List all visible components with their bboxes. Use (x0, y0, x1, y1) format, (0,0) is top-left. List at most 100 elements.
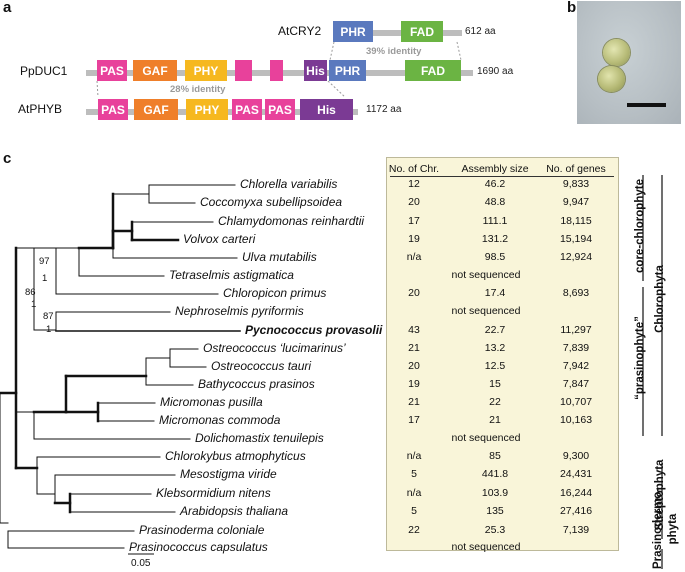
protein-backbone-atcry2 (333, 30, 443, 36)
table-cell-assembly: 48.8 (484, 196, 506, 208)
group-core-chlorophyte: core-chlorophyte (634, 179, 646, 273)
table-cell-assembly: 15 (489, 378, 501, 390)
tree-scale-label: 0.05 (131, 558, 151, 569)
group-prasinodermophyta-2: phyta (667, 513, 679, 545)
taxon-label: Chlorokybus atmophyticus (165, 449, 306, 463)
table-cell-assembly: 98.5 (484, 251, 506, 263)
table-cell-chr: 20 (408, 196, 420, 208)
domain-fad-atcry2: FAD (401, 21, 443, 42)
taxon-label: Chloropicon primus (223, 286, 327, 300)
cell-upper (603, 39, 630, 66)
identity-label-phy: 28% identity (170, 84, 226, 95)
header-genes: No. of genes (546, 163, 606, 175)
table-cell-chr: n/a (406, 487, 422, 499)
table-cell-assembly: 441.8 (481, 468, 509, 480)
panel-a-letter: a (3, 0, 12, 16)
table-cell-assembly: 46.2 (484, 178, 506, 190)
bootstrap-1c: 1 (46, 324, 52, 335)
domain-pas2-ppduc1 (235, 60, 252, 81)
taxon-label: Nephroselmis pyriformis (175, 304, 304, 318)
table-cell-genes: 12,924 (559, 251, 593, 263)
taxon-label: Ostreococcus tauri (211, 359, 312, 373)
domain-gaf-atphyb: GAF (134, 99, 178, 120)
domain-fad-ppduc1: FAD (405, 60, 461, 81)
table-cell-chr: 19 (408, 378, 420, 390)
table-cell-assembly: 135 (486, 505, 504, 517)
identity-label-cry: 39% identity (366, 46, 422, 57)
taxon-label: Micromonas commoda (159, 413, 281, 427)
table-cell-genes: 7,839 (562, 342, 590, 354)
table-cell-assembly: 85 (489, 450, 501, 462)
table-cell-assembly: 22 (489, 396, 501, 408)
taxon-label: Micromonas pusilla (160, 395, 263, 409)
table-cell-genes: 10,163 (559, 414, 593, 426)
bootstrap-86: 86 (25, 287, 36, 298)
bootstrap-87: 87 (43, 311, 54, 322)
identity-connector-lines (96, 41, 462, 98)
micrograph-image (577, 1, 681, 124)
table-cell-genes: 18,115 (560, 215, 592, 227)
taxon-label: Pycnococcus provasolii (245, 323, 383, 337)
table-cell-genes: 24,431 (559, 468, 593, 480)
panel-b-letter: b (567, 0, 577, 16)
header-chr: No. of Chr. (388, 163, 440, 175)
table-cell-assembly: 21 (489, 414, 501, 426)
taxon-label: Coccomyxa subellipsoidea (200, 195, 343, 209)
table-header-rule (390, 176, 614, 177)
table-cell-chr: 22 (408, 524, 420, 536)
table-cell-genes: 9,300 (562, 450, 590, 462)
genome-stats-table (386, 157, 619, 551)
length-ppduc1: 1690 aa (477, 66, 514, 77)
taxon-label: Dolichomastix tenuilepis (195, 431, 324, 445)
domain-his-atphyb: His (300, 99, 353, 120)
table-cell-chr: 5 (411, 505, 417, 517)
table-cell-genes: 9,833 (562, 178, 590, 190)
table-not-sequenced: not sequenced (451, 305, 521, 317)
table-cell-genes: 27,416 (559, 505, 593, 517)
cell-lower (598, 66, 625, 92)
panel-c-letter: c (3, 150, 12, 167)
scale-bar (627, 103, 666, 107)
domain-pas3-atphyb: PAS (265, 99, 295, 120)
domain-phy-ppduc1: PHY (185, 60, 227, 81)
table-cell-genes: 10,707 (559, 396, 593, 408)
header-assembly: Assembly size (461, 163, 529, 175)
taxon-label: Arabidopsis thaliana (180, 504, 289, 518)
table-cell-genes: 15,194 (559, 233, 593, 245)
table-cell-chr: 5 (411, 468, 417, 480)
protein-label-atcry2: AtCRY2 (278, 24, 322, 38)
table-cell-chr: n/a (406, 251, 422, 263)
table-cell-chr: 21 (408, 396, 420, 408)
domain-phr-atcry2: PHR (333, 21, 373, 42)
group-chlorophyta: Chlorophyta (654, 265, 666, 333)
bootstrap-97: 97 (39, 256, 50, 267)
table-not-sequenced: not sequenced (451, 269, 521, 281)
table-cell-genes: 7,139 (562, 524, 590, 536)
table-not-sequenced: not sequenced (451, 541, 521, 553)
domain-pas2-atphyb: PAS (232, 99, 262, 120)
domain-pas-ppduc1: PAS (97, 60, 127, 81)
taxon-label: Ulva mutabilis (242, 250, 317, 264)
tree-scale-bar (128, 553, 154, 555)
table-cell-chr: 19 (408, 233, 420, 245)
domain-phr-ppduc1: PHR (329, 60, 366, 81)
length-atcry2: 612 aa (465, 26, 496, 37)
table-cell-genes: 16,244 (559, 487, 593, 499)
group-prasinophyte: “prasinophyte” (634, 316, 646, 400)
table-cell-assembly: 22.7 (484, 324, 506, 336)
taxon-label: Klebsormidium nitens (156, 486, 271, 500)
table-cell-assembly: 17.4 (484, 287, 506, 299)
table-cell-assembly: 25.3 (484, 524, 506, 536)
taxon-label: Bathycoccus prasinos (198, 377, 315, 391)
domain-gaf-ppduc1: GAF (133, 60, 177, 81)
table-cell-chr: 12 (408, 178, 420, 190)
table-cell-chr: 17 (408, 215, 420, 227)
taxon-label: Volvox carteri (183, 232, 256, 246)
bootstrap-1a: 1 (42, 273, 48, 284)
taxon-label: Chlorella variabilis (240, 177, 338, 191)
taxon-label: Tetraselmis astigmatica (169, 268, 294, 282)
taxon-label: Mesostigma viride (180, 467, 277, 481)
table-cell-genes: 7,942 (562, 360, 590, 372)
taxon-label: Prasinococcus capsulatus (129, 540, 268, 554)
protein-label-ppduc1: PpDUC1 (20, 64, 68, 78)
